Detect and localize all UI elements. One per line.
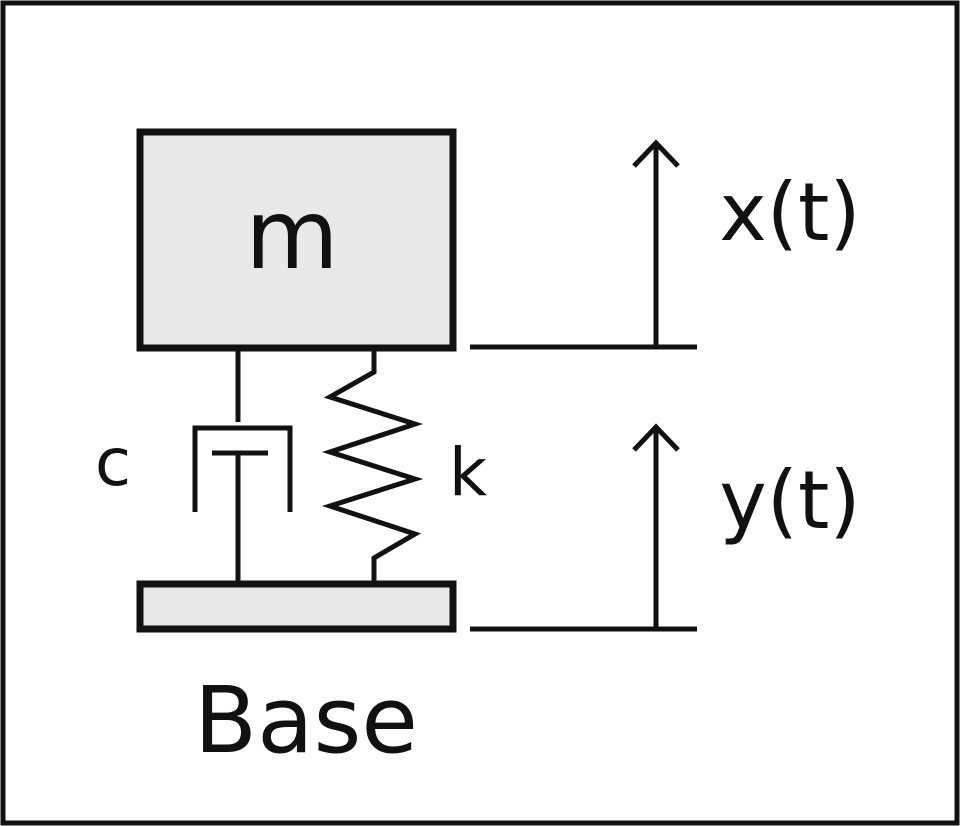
y-displacement-label: y(t)	[719, 454, 860, 547]
x-arrow-head-icon	[632, 139, 680, 168]
spring	[321, 348, 424, 584]
damper-cylinder	[192, 425, 293, 512]
x-displacement-label: x(t)	[719, 166, 860, 259]
damper-label: c	[95, 424, 131, 501]
mass-block	[136, 128, 457, 352]
base-label: Base	[194, 667, 418, 774]
base-plate	[136, 580, 457, 633]
damper	[192, 348, 293, 584]
mass-label: m	[245, 179, 339, 291]
spring-label: k	[449, 434, 488, 511]
y-arrow-head-icon	[632, 423, 680, 452]
